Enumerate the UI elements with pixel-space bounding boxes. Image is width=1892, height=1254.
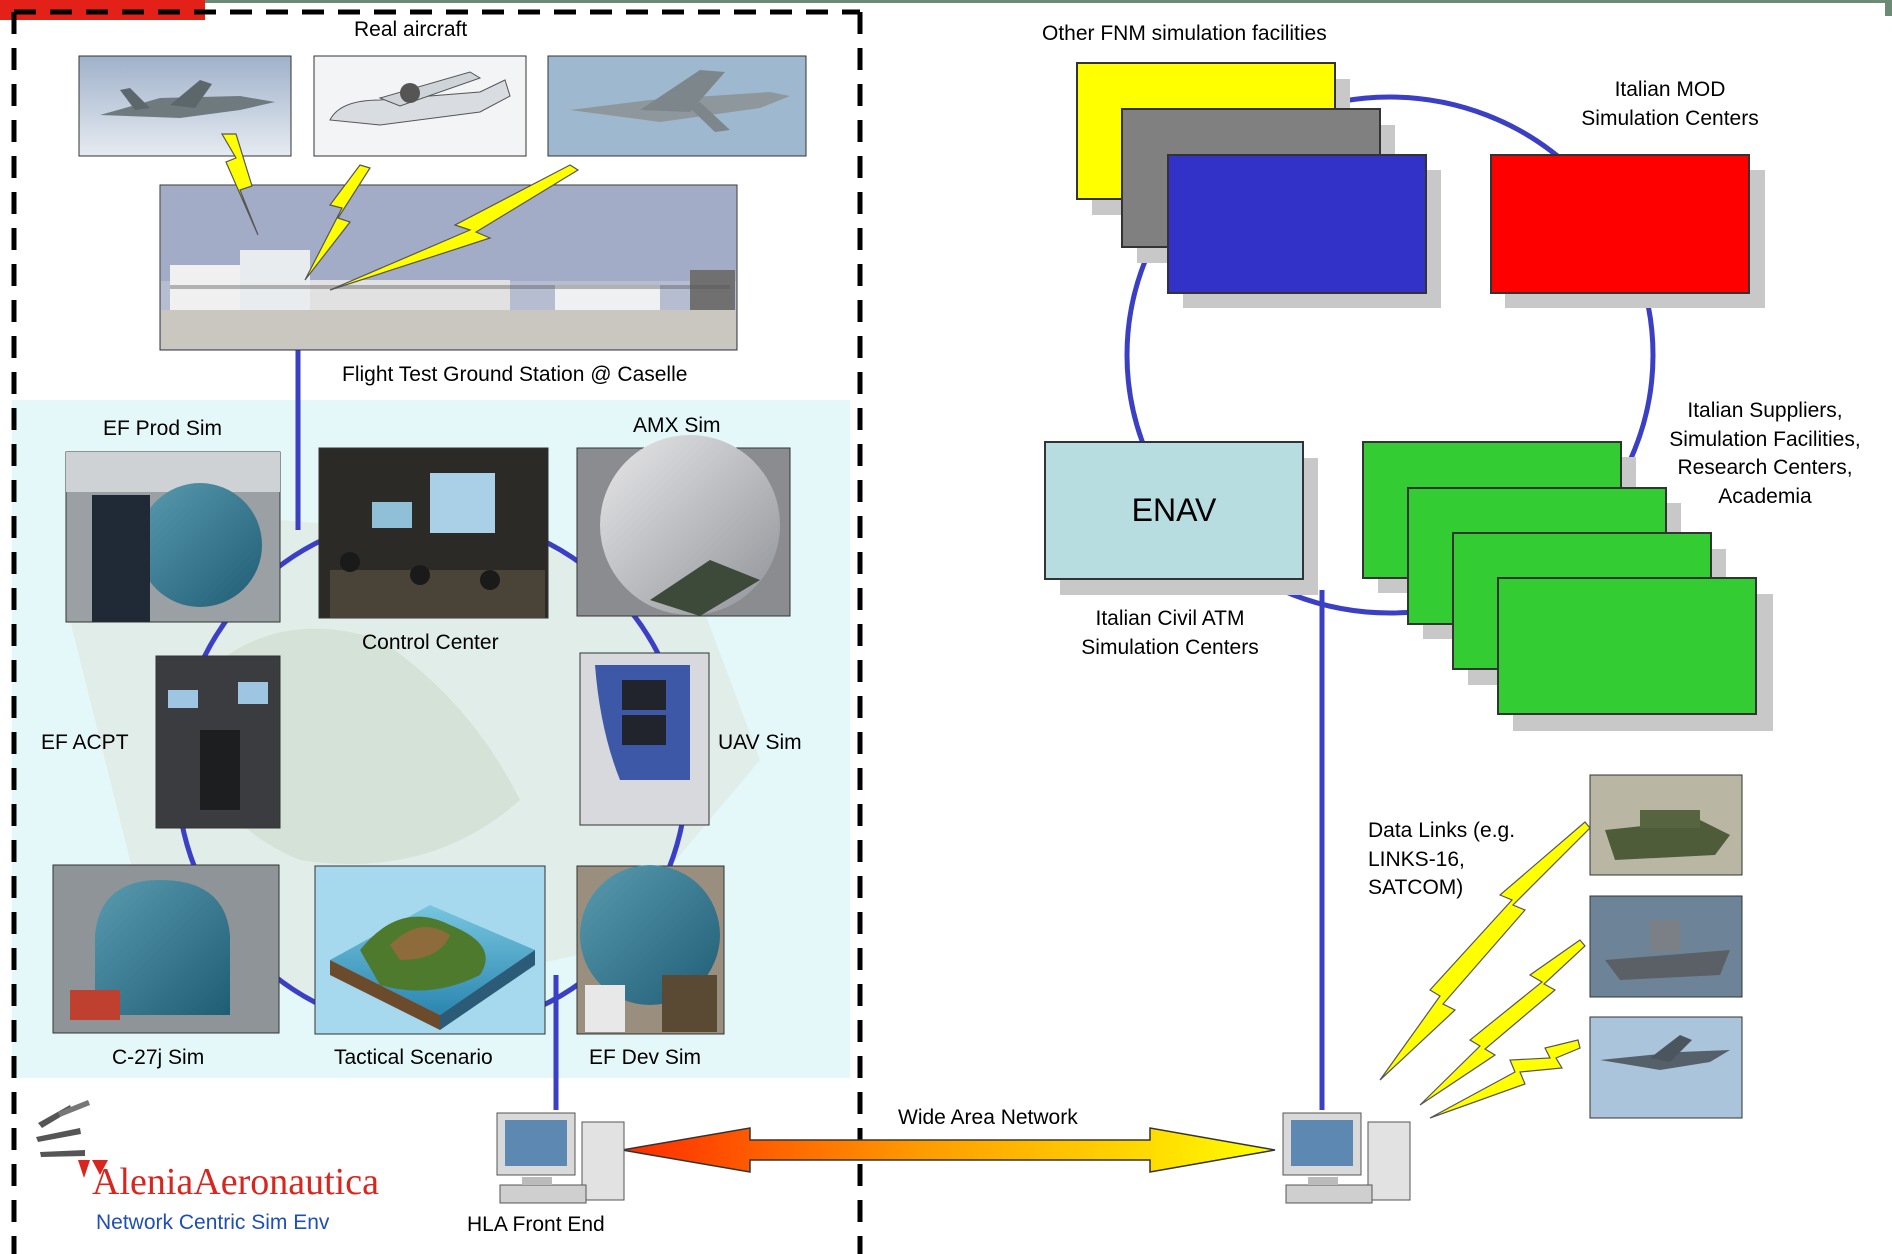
aircraft-photo-eurofighter xyxy=(547,55,807,157)
c27j-sim-photo xyxy=(52,864,280,1034)
aircraft-photo-amx xyxy=(78,55,292,157)
italian-mod-label-line2: Simulation Centers xyxy=(1581,107,1759,130)
wan-ring xyxy=(1124,94,1656,616)
ef-prod-sim-photo xyxy=(65,451,281,623)
wan-label: Wide Area Network xyxy=(898,1106,1078,1129)
fnm-facility-blue xyxy=(1167,154,1427,294)
datalink-bolt-harrier xyxy=(1429,1039,1581,1119)
uav-sim-photo xyxy=(579,652,710,826)
suppliers-label-line1: Italian Suppliers, xyxy=(1687,399,1843,422)
other-fnm-label: Other FNM simulation facilities xyxy=(1042,22,1327,45)
uav-sim-label: UAV Sim xyxy=(718,731,802,754)
ef-acpt-label: EF ACPT xyxy=(41,731,129,754)
ship-photo xyxy=(1589,895,1743,998)
ef-prod-sim-label: EF Prod Sim xyxy=(103,417,223,440)
data-links-label-line1: Data Links (e.g. xyxy=(1368,819,1516,842)
enav-box-label-container: ENAV xyxy=(1045,442,1303,579)
data-links-label-line2: LINKS-16, xyxy=(1368,848,1465,871)
datalink-bolt-1 xyxy=(220,133,259,236)
control-center-label: Control Center xyxy=(362,631,499,654)
ef-dev-sim-label: EF Dev Sim xyxy=(589,1046,702,1069)
tank-photo xyxy=(1589,774,1743,876)
right-front-end-computer-icon xyxy=(1282,1112,1411,1204)
ground-station-label: Flight Test Ground Station @ Caselle xyxy=(342,363,688,386)
logo-subtitle: Network Centric Sim Env xyxy=(96,1211,330,1234)
datalink-bolt-tank xyxy=(1379,821,1591,1081)
tactical-scenario-label: Tactical Scenario xyxy=(334,1046,493,1069)
hla-front-end-label: HLA Front End xyxy=(467,1213,605,1236)
control-center-photo xyxy=(318,447,549,619)
suppliers-label-line2: Simulation Facilities, xyxy=(1669,428,1861,451)
enav-label: ENAV xyxy=(1131,492,1217,528)
ef-acpt-photo xyxy=(155,655,281,829)
header-line xyxy=(205,0,1892,3)
harrier-photo xyxy=(1589,1016,1743,1119)
civil-atm-label-line2: Simulation Centers xyxy=(1081,636,1259,659)
amx-sim-label: AMX Sim xyxy=(633,414,721,437)
mod-simulation-center xyxy=(1490,154,1750,294)
datalink-bolt-ship xyxy=(1419,939,1586,1106)
aircraft-photo-c27j xyxy=(313,55,527,157)
logo-alenia: Alenia xyxy=(92,1161,194,1203)
enav-box xyxy=(1044,441,1304,580)
c27j-sim-label: C-27j Sim xyxy=(112,1046,205,1069)
italian-mod-label-line1: Italian MOD xyxy=(1614,78,1726,101)
real-aircraft-label: Real aircraft xyxy=(354,18,468,41)
data-links-label-line3: SATCOM) xyxy=(1368,876,1464,899)
supplier-facility-4 xyxy=(1497,577,1757,715)
datalink-bolt-2 xyxy=(304,164,371,281)
ground-station-photo xyxy=(159,184,738,351)
alenia-logo-wordmark: AleniaAeronautica xyxy=(92,1162,379,1202)
civil-atm-label-line1: Italian Civil ATM xyxy=(1095,607,1245,630)
alenia-logo-icon xyxy=(36,1100,108,1178)
datalink-bolt-3 xyxy=(329,164,580,291)
wide-area-network-arrow xyxy=(621,1127,1276,1173)
logo-aeronautica: Aeronautica xyxy=(193,1161,379,1203)
hla-front-end-computer-icon xyxy=(496,1112,625,1204)
ef-dev-sim-photo xyxy=(576,865,725,1035)
tactical-scenario-photo xyxy=(314,865,546,1035)
suppliers-label-line3: Research Centers, xyxy=(1677,456,1853,479)
amx-sim-photo xyxy=(576,435,791,617)
suppliers-label-line4: Academia xyxy=(1718,485,1812,508)
